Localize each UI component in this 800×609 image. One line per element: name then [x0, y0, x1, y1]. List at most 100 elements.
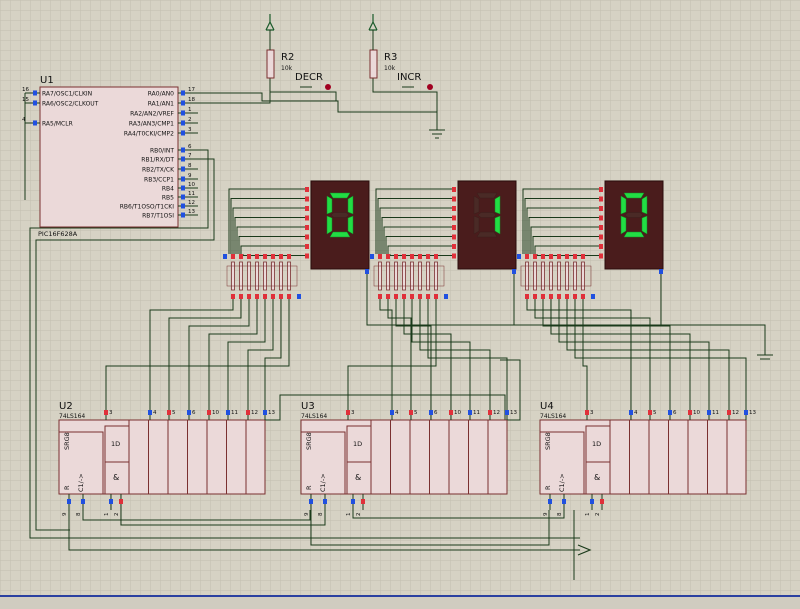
- decr-button[interactable]: DECR: [290, 72, 331, 93]
- u1-right-pin-label: RA2/AN2/VREF: [130, 111, 174, 118]
- wire: [236, 226, 305, 254]
- display-pin-marker: [599, 225, 603, 230]
- sr-srg-label: SRG8: [305, 432, 313, 450]
- seven-segment-display[interactable]: [452, 180, 517, 274]
- rpack-top-pin: [565, 254, 569, 259]
- wire: [582, 299, 588, 406]
- sr-bottom-pin-marker: [548, 499, 552, 504]
- u1-left-pin-number: 4: [22, 117, 26, 123]
- sr-name: U4: [540, 401, 554, 412]
- u1-right-pin-marker: [181, 90, 185, 96]
- resistor-pack[interactable]: [370, 254, 448, 299]
- sr-1d-label: 1D: [353, 440, 362, 448]
- wire: [149, 299, 234, 406]
- segment-g: [330, 212, 350, 218]
- segment-f: [620, 195, 627, 215]
- sr-top-pin-number: 5: [414, 410, 418, 416]
- rpack-bottom-pin: [557, 294, 561, 299]
- u1-left-pin-marker: [33, 90, 37, 96]
- wire: [120, 510, 326, 526]
- segment-a: [329, 192, 351, 199]
- rpack-top-pin: [410, 254, 414, 259]
- r2-body: [266, 49, 275, 79]
- rpack-bottom-pin: [418, 294, 422, 299]
- u1-left-pin-label: RA5/MCLR: [42, 121, 73, 128]
- segment-c: [494, 215, 501, 235]
- u1-right-pin-number: 11: [188, 191, 195, 197]
- sr-top-pin-marker: [167, 410, 171, 415]
- wire: [534, 245, 599, 254]
- u1-right-pin-label: RB7/T1OSI: [142, 213, 174, 220]
- power-terminal-r2[interactable]: [265, 14, 275, 50]
- display-body: [457, 180, 517, 270]
- rpack-outline: [226, 265, 298, 287]
- wire: [347, 299, 437, 406]
- segment-a: [623, 192, 645, 199]
- wire: [247, 299, 274, 406]
- sr-bottom-pin-number: 1: [346, 513, 352, 517]
- display-common-pin: [512, 269, 516, 274]
- sr-bottom-pin-number: 8: [318, 512, 324, 516]
- rpack-bottom-pin: [533, 294, 537, 299]
- sr-top-pin-marker: [648, 410, 652, 415]
- sr-bottom-pin-number: 9: [543, 512, 549, 516]
- sr-control-block: [300, 431, 346, 495]
- sr-bottom-pin-number: 1: [585, 513, 591, 517]
- sr-top-pin-marker: [688, 410, 692, 415]
- rpack-resistor: [426, 261, 430, 291]
- rpack-bottom-pin: [581, 294, 585, 299]
- incr-contact-dot: [427, 84, 433, 90]
- rpack-top-pin: [525, 254, 529, 259]
- rpack-top-pin: [247, 254, 251, 259]
- rpack-bottom-pin: [378, 294, 382, 299]
- sr-top-pin-marker: [104, 410, 108, 415]
- u1-right-pin-number: 1: [188, 107, 192, 113]
- resistor-pack[interactable]: [223, 254, 301, 299]
- u1-pic16f628a[interactable]: U1 PIC16F628A RA7/OSC1/CLKIN16RA6/OSC2/C…: [22, 75, 198, 238]
- segment-f: [473, 195, 480, 215]
- resistor-pack[interactable]: [517, 254, 595, 299]
- u1-right-pin-label: RB2/TX/CK: [142, 167, 175, 174]
- sr-name: U2: [59, 401, 73, 412]
- sr-and-label: &: [113, 473, 119, 482]
- seven-segment-display[interactable]: [599, 180, 664, 274]
- segment-a: [476, 192, 498, 199]
- seven-segment-display[interactable]: [305, 180, 370, 274]
- incr-button[interactable]: INCR: [392, 72, 433, 93]
- rpack-resistor: [394, 261, 398, 291]
- power-terminal-r3[interactable]: [368, 14, 378, 50]
- rpack-bottom-pin: [263, 294, 267, 299]
- rpack-resistor: [247, 261, 251, 291]
- u1-right-pin-marker: [181, 156, 185, 162]
- rpack-top-pin: [386, 254, 390, 259]
- rpack-bottom-pin: [287, 294, 291, 299]
- rpack-top-pin: [287, 254, 291, 259]
- u1-right-pin-marker: [181, 194, 185, 200]
- sr-bottom-pin-marker: [81, 499, 85, 504]
- sr-bottom-pin-marker: [351, 499, 355, 504]
- r3-body: [369, 49, 378, 79]
- display-pin-marker: [305, 244, 309, 249]
- rpack-resistor: [239, 261, 243, 291]
- display-pin-marker: [305, 196, 309, 202]
- display-pin-marker: [305, 253, 309, 259]
- rpack-marker: [297, 294, 301, 299]
- rpack-top-pin: [271, 254, 275, 259]
- rpack-bottom-pin: [255, 294, 259, 299]
- rpack-marker: [444, 294, 448, 299]
- u1-right-pin-number: 10: [188, 182, 195, 188]
- sr-bottom-pin-marker: [109, 499, 113, 504]
- rpack-resistor: [549, 261, 553, 291]
- rpack-bottom-pin: [231, 294, 235, 299]
- u1-right-pin-label: RB1/RX/DT: [141, 157, 174, 164]
- u1-right-pin-label: RB3/CCP1: [144, 177, 174, 184]
- rpack-resistor: [434, 261, 438, 291]
- display-pin-marker: [599, 244, 603, 249]
- wire: [240, 245, 305, 254]
- rpack-top-pin: [231, 254, 235, 259]
- rpack-bottom-pin: [410, 294, 414, 299]
